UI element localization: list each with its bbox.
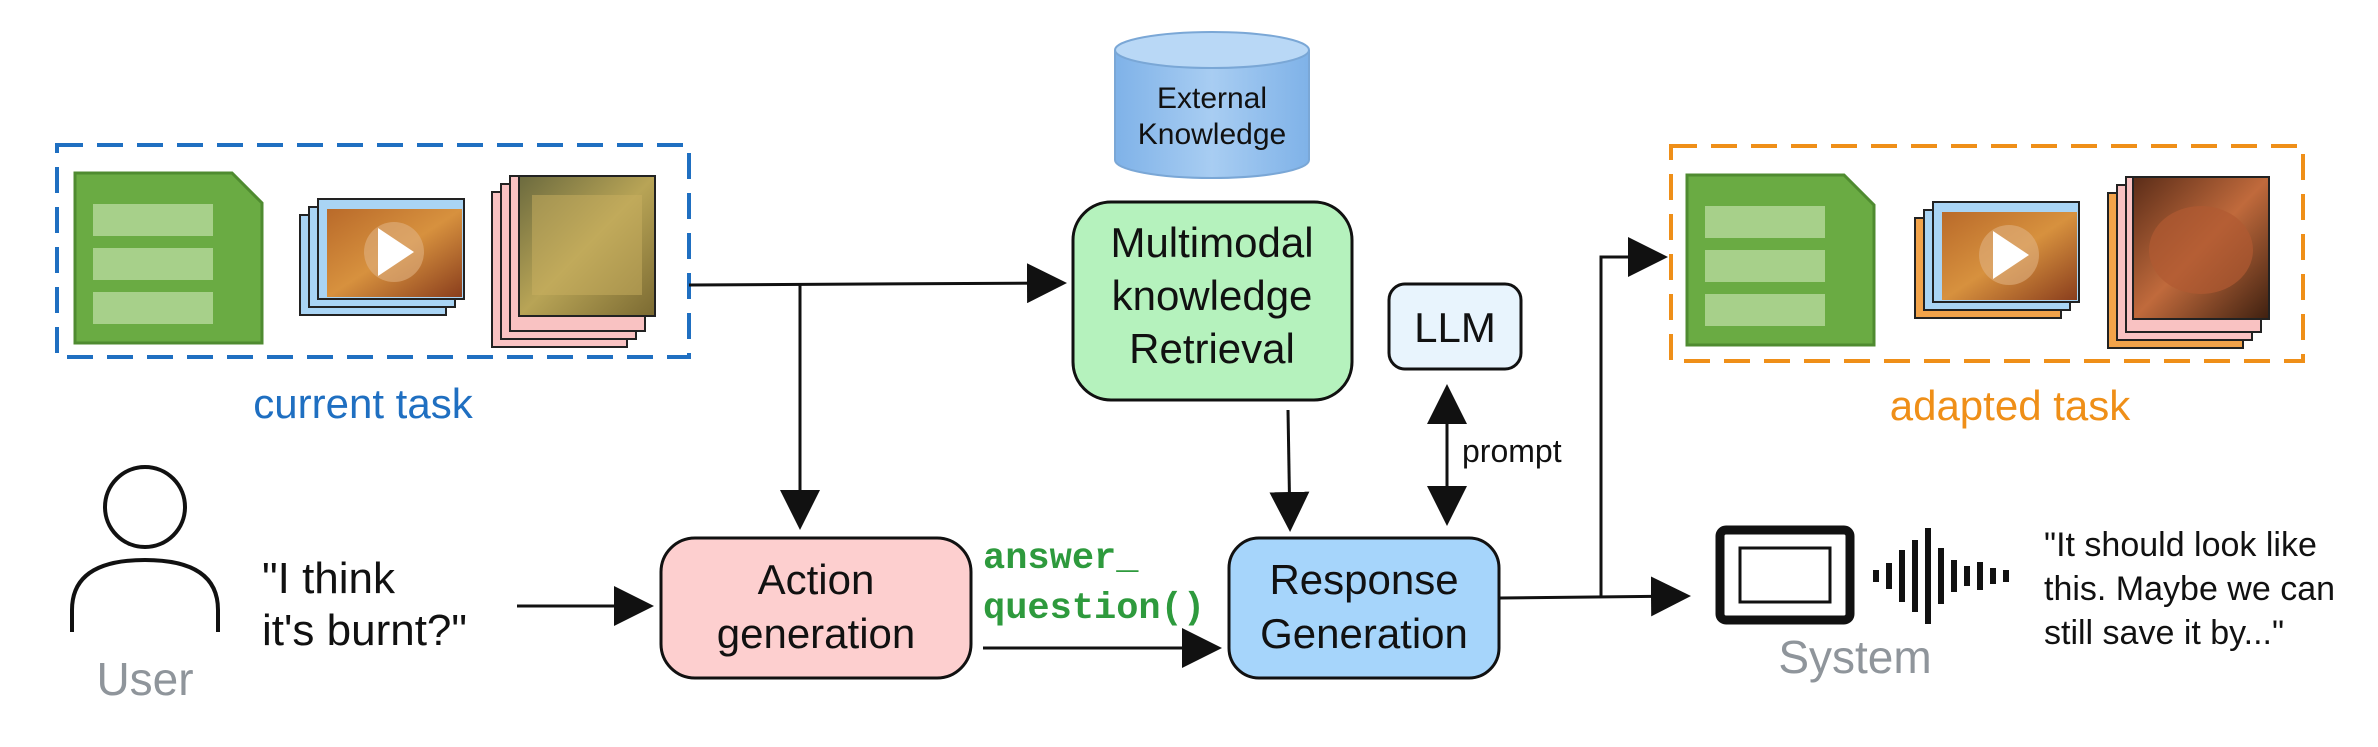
response-line2: Generation xyxy=(1260,610,1468,657)
system-quote-line2: this. Maybe we can xyxy=(2044,570,2335,608)
adapted-task-label: adapted task xyxy=(1890,382,2132,429)
user-quote-line2: it's burnt?" xyxy=(262,606,467,655)
system-label: System xyxy=(1778,631,1931,683)
user-quote-line1: "I think xyxy=(262,554,396,603)
retrieval-line3: Retrieval xyxy=(1129,325,1295,372)
external-knowledge-line1: External xyxy=(1157,82,1267,115)
document-icon xyxy=(1685,173,1876,347)
llm-node: LLM xyxy=(1387,282,1523,371)
image-stack-icon xyxy=(2107,176,2270,349)
adapted-task-group: adapted task xyxy=(1669,144,2305,429)
image-stack-icon xyxy=(491,175,656,348)
video-stack-icon xyxy=(1914,201,2080,319)
user-label: User xyxy=(96,653,193,705)
edge-response-to-system xyxy=(1499,576,1691,617)
function-call-line2: question() xyxy=(983,588,1205,630)
current-task-group: current task xyxy=(55,143,691,427)
edge-retrieval-to-response xyxy=(1269,409,1310,532)
response-generation-node: Response Generation xyxy=(1227,536,1501,680)
action-line2: generation xyxy=(717,610,916,657)
edges xyxy=(517,237,1691,668)
action-line1: Action xyxy=(758,556,875,603)
edge-task-to-retrieval xyxy=(688,263,1067,304)
retrieval-node: Multimodal knowledge Retrieval xyxy=(1071,200,1354,402)
response-line1: Response xyxy=(1269,556,1458,603)
external-knowledge-line2: Knowledge xyxy=(1138,118,1286,151)
external-knowledge-database: External Knowledge xyxy=(1114,31,1310,179)
current-task-label: current task xyxy=(253,380,473,427)
screen-icon xyxy=(1715,525,1855,625)
retrieval-line1: Multimodal xyxy=(1110,219,1313,266)
retrieval-line2: knowledge xyxy=(1112,272,1313,319)
system-quote-line1: "It should look like xyxy=(2044,526,2317,564)
prompt-label: prompt xyxy=(1462,433,1562,469)
document-icon xyxy=(73,171,264,345)
edge-response-to-adapted xyxy=(1599,237,1668,597)
user-icon xyxy=(70,465,220,632)
video-stack-icon xyxy=(299,198,465,316)
function-call-line1: answer_ xyxy=(983,538,1139,580)
llm-label: LLM xyxy=(1414,304,1496,351)
system-quote-line3: still save it by..." xyxy=(2044,614,2284,652)
audio-waveform-icon xyxy=(1873,528,2009,624)
action-generation-node: Action generation xyxy=(659,536,973,680)
